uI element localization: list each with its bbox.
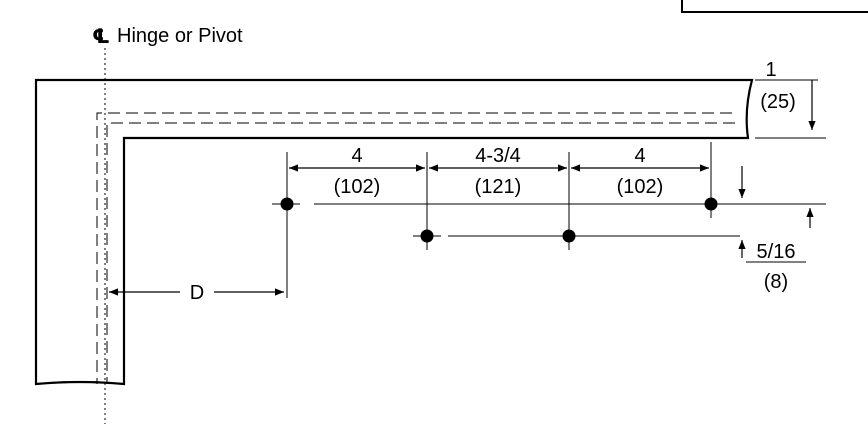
spacing-2-inches: 4-3/4 bbox=[475, 145, 521, 167]
spacing-3-inches: 4 bbox=[634, 145, 645, 167]
centerline-symbol: ℄ bbox=[92, 26, 110, 48]
offset-inches: 5/16 bbox=[757, 241, 796, 263]
distance-d-label: D bbox=[190, 282, 204, 304]
mounting-hole-1 bbox=[280, 197, 294, 211]
mounting-hole-3 bbox=[562, 229, 576, 243]
offset-mm: (8) bbox=[764, 271, 788, 293]
spacing-1-mm: (102) bbox=[334, 176, 381, 198]
thickness-mm: (25) bbox=[760, 91, 796, 113]
hidden-line-outer bbox=[96, 112, 732, 384]
frame-outline bbox=[34, 78, 754, 386]
spacing-3-mm: (102) bbox=[617, 176, 664, 198]
hidden-line-inner bbox=[106, 122, 735, 384]
spacing-1-inches: 4 bbox=[351, 145, 362, 167]
mounting-hole-4 bbox=[704, 197, 718, 211]
centerline-label: Hinge or Pivot bbox=[117, 25, 243, 47]
mounting-hole-2 bbox=[420, 229, 434, 243]
partial-box-outline bbox=[681, 0, 868, 13]
spacing-2-mm: (121) bbox=[475, 176, 522, 198]
thickness-inches: 1 bbox=[765, 59, 776, 81]
